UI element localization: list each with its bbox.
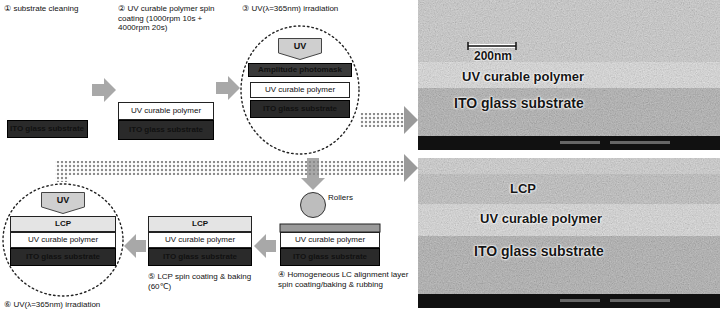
image-label: UV curable polymer (480, 212, 602, 225)
substrate-layer: ITO glass substrate (10, 248, 116, 266)
layer-label: ITO glass substrate (26, 252, 100, 262)
layer-label: ITO glass substrate (263, 104, 337, 114)
step-group: ② UV curable polymer spin coating (1000r… (116, 2, 216, 144)
image-label: UV curable polymer (462, 70, 584, 83)
sem-footer (418, 294, 720, 308)
step-caption: ① substrate cleaning (4, 4, 90, 14)
step-caption: ② UV curable polymer spin coating (1000r… (118, 4, 216, 33)
roller-circle (301, 193, 326, 218)
roller: Rollers (300, 190, 366, 220)
polymer-layer: UV curable polymer (10, 232, 116, 248)
substrate-layer: ITO glass substrate (250, 100, 350, 118)
polymer-layer: UV curable polymer (148, 232, 252, 248)
sem-footer-mark (560, 141, 600, 144)
dotted-ellipse (241, 26, 359, 154)
sem-image: 200nm UV curable polymerITO glass substra… (418, 0, 720, 150)
layer-label: UV curable polymer (265, 85, 335, 95)
step-caption: ④ Homogeneous LC alignment layer spin co… (278, 270, 410, 289)
image-label: 200nm (474, 50, 512, 62)
photomask-layer: Amplitude photomask (248, 63, 352, 77)
image-label: ITO glass substrate (454, 96, 584, 110)
layer-label: UV curable polymer (295, 235, 365, 245)
scale-bar (468, 45, 516, 47)
layer-label: ITO glass substrate (163, 252, 237, 262)
process-arrow (92, 84, 104, 96)
image-label: LCP (510, 182, 536, 195)
layer-label: ITO glass substrate (10, 124, 84, 134)
step-group: ③ UV(λ=365nm) irradiationUV Amplitude pho… (240, 2, 360, 158)
lcp-layer: LCP (10, 216, 116, 232)
step-caption: ⑤ LCP spin coating & baking (60℃) (148, 272, 252, 291)
uv-arrow-outline (42, 193, 85, 214)
sem-texture (418, 0, 720, 136)
layer-label: UV (57, 192, 70, 206)
sem-image: LCP UV curable polymerITO glass substrate (418, 158, 720, 308)
layer-label: Rollers (328, 193, 353, 203)
layer-label: ITO glass substrate (129, 125, 203, 135)
step-group: ⑥ UV(λ=365nm) irradiation UV LCP UV curable… (2, 182, 124, 316)
step-group: ① substrate cleaningITO glass substrate (2, 2, 92, 142)
process-arrow (136, 240, 146, 252)
step-caption: ⑥ UV(λ=365nm) irradiation (4, 300, 122, 310)
sem-footer-mark (610, 299, 670, 302)
polymer-layer: UV curable polymer (250, 82, 350, 98)
substrate-layer: ITO glass substrate (148, 248, 252, 266)
irradiation-outline (240, 2, 360, 158)
layer-label: LCP (55, 219, 71, 229)
polymer-layer: UV curable polymer (118, 102, 214, 120)
process-arrow (266, 240, 276, 252)
layer-label: Amplitude photomask (258, 65, 342, 75)
step-group: ⑤ LCP spin coating & baking (60℃) LCP UV c… (146, 190, 254, 306)
uv-arrow-outline (279, 39, 322, 60)
substrate-layer: ITO glass substrate (280, 248, 380, 266)
substrate-layer: ITO glass substrate (118, 120, 214, 140)
dotted-ellipse (3, 184, 123, 296)
layer-label: UV curable polymer (28, 235, 98, 245)
scale-bar-tick (515, 42, 517, 50)
layer-label: UV curable polymer (131, 106, 201, 116)
step-caption: ③ UV(λ=365nm) irradiation (242, 4, 358, 14)
layer-label: UV (294, 38, 307, 52)
substrate-layer: ITO glass substrate (7, 120, 88, 138)
sem-footer-mark (610, 141, 670, 144)
step-group: ④ Homogeneous LC alignment layer spin co… (276, 190, 412, 306)
lcp-layer: LCP (148, 216, 252, 232)
sem-texture (418, 158, 720, 294)
result-arrow (360, 113, 404, 127)
sem-footer-mark (560, 299, 600, 302)
sem-footer (418, 136, 720, 150)
polymer-layer: UV curable polymer (280, 232, 380, 248)
layer-label: LCP (192, 219, 208, 229)
scale-bar-halo (468, 44, 516, 48)
layer-label: UV curable polymer (165, 235, 235, 245)
layer-label: ITO glass substrate (293, 252, 367, 262)
uv-arrow: UV (41, 192, 85, 214)
result-arrow (62, 168, 404, 182)
uv-arrow: UV (278, 38, 322, 60)
image-label: ITO glass substrate (474, 244, 604, 258)
alignment-layer (280, 224, 380, 232)
process-arrow (216, 82, 228, 94)
scale-bar-tick (467, 42, 469, 50)
